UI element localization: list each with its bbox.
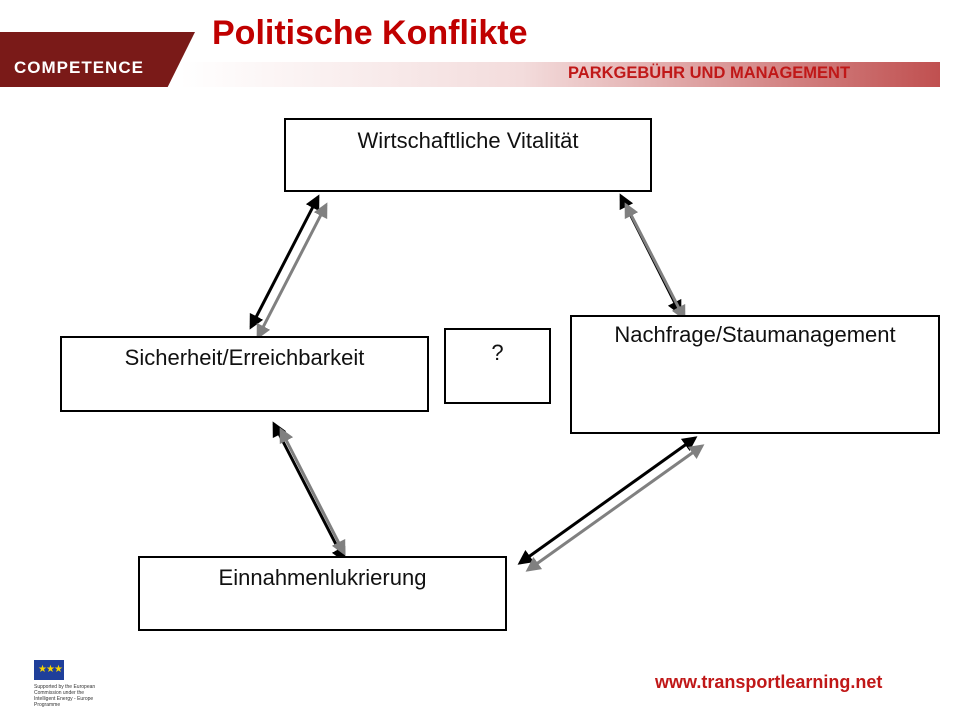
- arrow-el-ns-black: [517, 436, 698, 565]
- arrow-wv-ns-gray: [624, 202, 686, 321]
- box-wirtschaftliche-vitalitaet: Wirtschaftliche Vitalität: [284, 118, 652, 192]
- page-subtitle: PARKGEBÜHR UND MANAGEMENT: [568, 64, 851, 82]
- box-label: ?: [491, 340, 504, 365]
- arrow-wv-se-black: [249, 194, 320, 330]
- box-label: Sicherheit/Erreichbarkeit: [124, 345, 365, 370]
- box-label: Nachfrage/Staumanagement: [614, 322, 896, 347]
- page-title: Politische Konflikte: [212, 14, 528, 52]
- box-sicherheit-erreichbarkeit: Sicherheit/Erreichbarkeit: [60, 336, 429, 412]
- website-link[interactable]: www.transportlearning.net: [655, 672, 883, 692]
- box-label: Einnahmenlukrierung: [218, 565, 427, 590]
- competence-logo: [0, 32, 195, 87]
- box-einnahmenlukrierung: Einnahmenlukrierung: [138, 556, 507, 631]
- box-question: ?: [444, 328, 551, 404]
- box-nachfrage-staumanagement: Nachfrage/Staumanagement: [570, 315, 940, 434]
- box-label: Wirtschaftliche Vitalität: [357, 128, 579, 153]
- eu-support-caption: Supported by the European Commission und…: [34, 684, 96, 708]
- eu-stars-icon: ★★★: [38, 664, 63, 675]
- arrow-se-el-black: [272, 421, 346, 563]
- logo-text: COMPETENCE: [14, 58, 144, 77]
- header-band: [180, 62, 940, 87]
- arrow-el-ns-gray: [525, 444, 705, 572]
- arrow-wv-se-gray: [256, 202, 328, 340]
- eu-flag-icon: [34, 660, 64, 680]
- arrow-se-el-gray: [279, 427, 346, 556]
